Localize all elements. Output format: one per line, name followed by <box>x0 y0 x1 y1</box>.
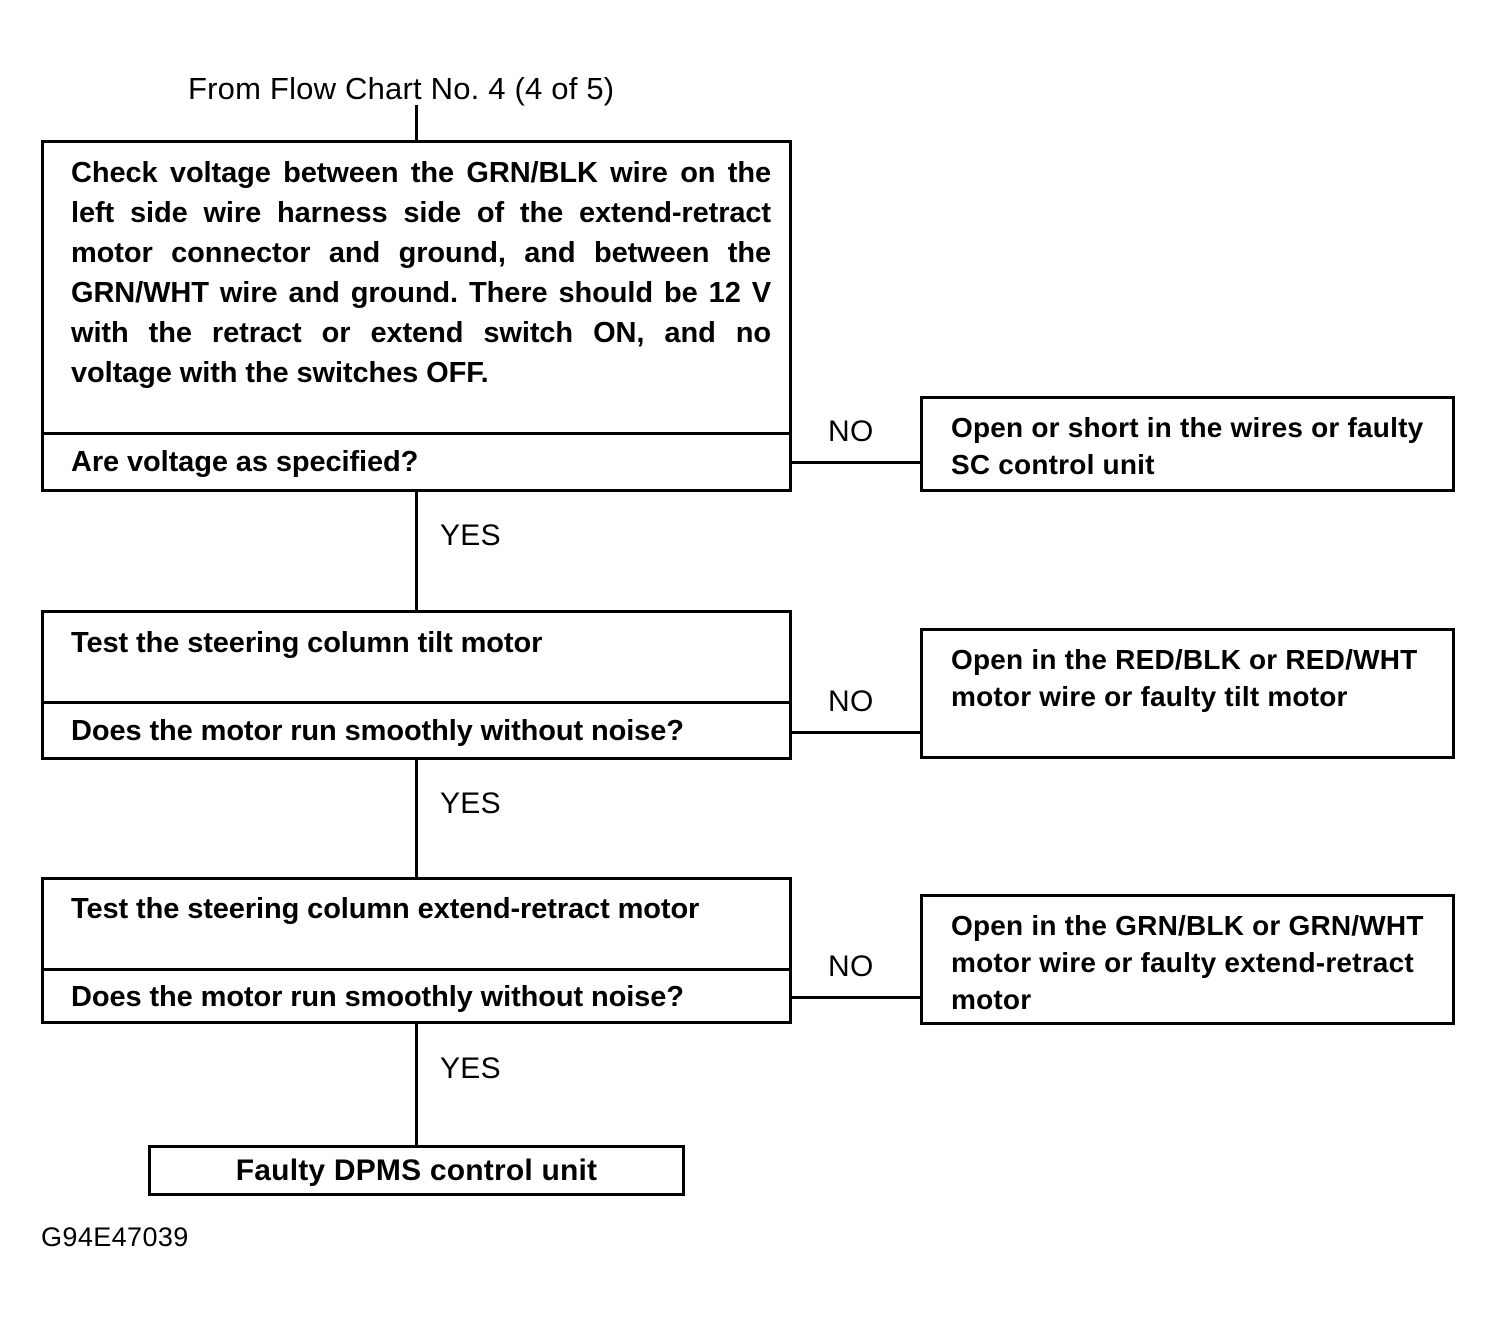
result-open-red-wires-tilt-text: Open in the RED/BLK or RED/WHT motor wir… <box>951 644 1418 712</box>
step-voltage-check-instruction: Check voltage between the GRN/BLK wire o… <box>71 157 771 389</box>
step-tilt-motor-question: Does the motor run smoothly without nois… <box>71 715 684 747</box>
step-extend-retract-motor-question: Does the motor run smoothly without nois… <box>71 981 684 1013</box>
result-open-grn-wires-extend-retract-box: Open in the GRN/BLK or GRN/WHT motor wir… <box>920 894 1455 1025</box>
step-tilt-motor-divider <box>44 701 789 704</box>
step-extend-retract-motor-divider <box>44 968 789 971</box>
step-tilt-motor-instruction: Test the steering column tilt motor <box>71 627 543 659</box>
figure-id-label: G94E47039 <box>41 1222 189 1252</box>
connector-step3-yes <box>415 1021 418 1147</box>
step-voltage-check-question: Are voltage as specified? <box>71 446 419 478</box>
branch-label-yes-step3: YES <box>440 1052 501 1085</box>
connector-step1-no <box>790 461 922 464</box>
step-extend-retract-motor-instruction: Test the steering column extend-retract … <box>71 893 700 925</box>
connector-step3-no <box>790 996 922 999</box>
step-tilt-motor-box: Test the steering column tilt motor Does… <box>41 610 792 760</box>
branch-label-no-step3: NO <box>828 950 874 983</box>
step-voltage-check-box: Check voltage between the GRN/BLK wire o… <box>41 140 792 492</box>
connector-entry-to-step1 <box>415 105 418 143</box>
connector-step1-yes <box>415 489 418 613</box>
step-voltage-check-divider <box>44 432 789 435</box>
step-extend-retract-motor-box: Test the steering column extend-retract … <box>41 877 792 1024</box>
result-open-red-wires-tilt-box: Open in the RED/BLK or RED/WHT motor wir… <box>920 628 1455 759</box>
branch-label-yes-step1: YES <box>440 519 501 552</box>
connector-step2-no <box>790 731 922 734</box>
result-open-short-wires-sc-text: Open or short in the wires or faulty SC … <box>951 412 1424 480</box>
connector-step2-yes <box>415 757 418 880</box>
branch-label-no-step1: NO <box>828 415 874 448</box>
final-result-box: Faulty DPMS control unit <box>148 1145 685 1196</box>
result-open-grn-wires-extend-retract-text: Open in the GRN/BLK or GRN/WHT motor wir… <box>951 910 1424 1015</box>
final-result-text: Faulty DPMS control unit <box>235 1154 598 1187</box>
branch-label-yes-step2: YES <box>440 787 501 820</box>
flowchart-entry-label: From Flow Chart No. 4 (4 of 5) <box>188 71 615 106</box>
branch-label-no-step2: NO <box>828 685 874 718</box>
result-open-short-wires-sc-box: Open or short in the wires or faulty SC … <box>920 396 1455 492</box>
